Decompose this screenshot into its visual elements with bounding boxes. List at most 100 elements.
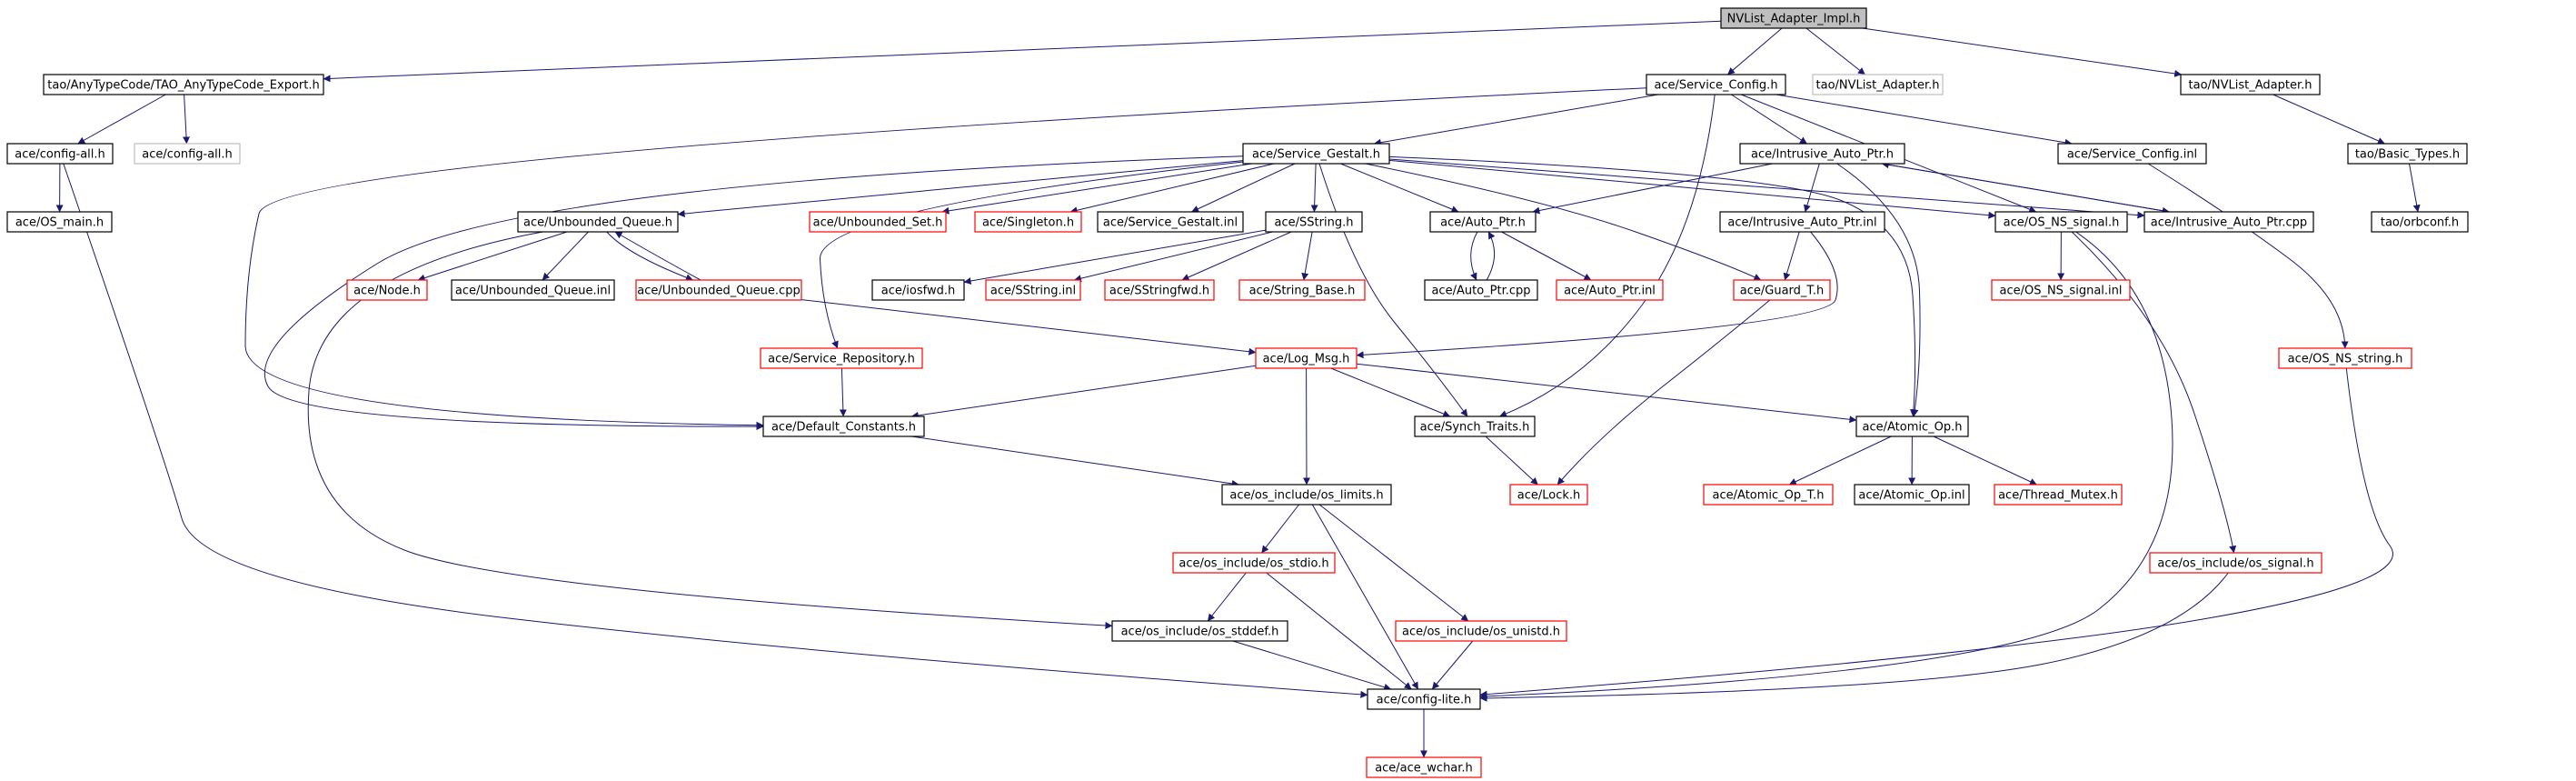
node-os_main_h[interactable]: ace/OS_main.h (6, 211, 113, 233)
node-config_all_grey[interactable]: ace/config-all.h (134, 143, 241, 165)
node-box (809, 211, 947, 233)
node-label: ace/Synch_Traits.h (1420, 421, 1530, 435)
node-orbconf_h[interactable]: tao/orbconf.h (2371, 211, 2469, 233)
edge-atomic_op_h-to-thread_mutex_h (1933, 436, 2037, 486)
node-ace_wchar_h[interactable]: ace/ace_wchar.h (1366, 756, 1482, 778)
node-label: ace/String_Base.h (1249, 285, 1356, 298)
edge-service_gestalt_h-to-singleton_h (1069, 163, 1275, 215)
node-label: ace/OS_main.h (15, 216, 104, 230)
node-default_constants_h[interactable]: ace/Default_Constants.h (762, 416, 925, 437)
node-box (1733, 279, 1831, 301)
edge-service_config_h-to-service_config_inl (1775, 94, 2073, 146)
node-node_h[interactable]: ace/Node.h (346, 279, 428, 301)
node-basic_types_h[interactable]: tao/Basic_Types.h (2347, 143, 2468, 165)
node-unbounded_queue_h[interactable]: ace/Unbounded_Queue.h (517, 211, 679, 233)
node-label: ace/Auto_Ptr.cpp (1431, 285, 1530, 298)
edge-service_gestalt_h-to-atomic_op_h (1388, 155, 1917, 417)
node-os_stddef_h[interactable]: ace/os_include/os_stddef.h (1111, 620, 1288, 642)
node-service_config_inl[interactable]: ace/Service_Config.inl (2057, 143, 2207, 165)
edge-sstring_h-to-string_base_h (1301, 231, 1313, 281)
node-tao_nvlist_adapter_grey[interactable]: tao/NVList_Adapter.h (1812, 74, 1944, 95)
node-label: ace/Intrusive_Auto_Ptr.cpp (2151, 216, 2307, 230)
edge-os_stddef_h-to-config_lite_h (1232, 640, 1392, 691)
node-label: ace/Unbounded_Queue.cpp (637, 285, 800, 298)
node-box (1855, 416, 1969, 437)
node-label: ace/Atomic_Op.h (1863, 421, 1963, 435)
edge-log_msg_h-to-synch_traits_h (1330, 367, 1451, 417)
node-unbounded_set_h[interactable]: ace/Unbounded_Set.h (809, 211, 947, 233)
edge-auto_ptr_cpp-to-auto_ptr_h (1486, 231, 1496, 281)
node-os_ns_signal_inl[interactable]: ace/OS_NS_signal.inl (1991, 279, 2131, 301)
edge-nvlist_adapter_impl-to-anytypecode_export (323, 20, 1722, 83)
node-atomic_op_t_h[interactable]: ace/Atomic_Op_T.h (1703, 484, 1834, 506)
edge-service_gestalt_h-to-unbounded_set_h (941, 163, 1252, 215)
node-label: ace/os_include/os_limits.h (1229, 489, 1383, 503)
node-thread_mutex_h[interactable]: ace/Thread_Mutex.h (1994, 484, 2123, 506)
node-config_all_h[interactable]: ace/config-all.h (6, 143, 114, 165)
node-config_lite_h[interactable]: ace/config-lite.h (1367, 688, 1481, 710)
node-label: ace/Node.h (353, 285, 421, 298)
node-label: ace/OS_NS_signal.h (2004, 216, 2120, 230)
edge-nvlist_adapter_impl-to-tao_nvlist_adapter (1862, 27, 2183, 77)
node-label: ace/Unbounded_Queue.inl (455, 285, 611, 298)
node-anytypecode_export[interactable]: tao/AnyTypeCode/TAO_AnyTypeCode_Export.h (43, 74, 324, 95)
edge-os_signal_h-to-config_lite_h (1479, 572, 2229, 702)
node-string_base_h[interactable]: ace/String_Base.h (1238, 279, 1366, 301)
node-intrusive_auto_ptr_inl[interactable]: ace/Intrusive_Auto_Ptr.inl (1719, 211, 1885, 233)
node-intrusive_auto_ptr_cpp[interactable]: ace/Intrusive_Auto_Ptr.cpp (2143, 211, 2314, 233)
node-box (1812, 74, 1944, 95)
node-service_gestalt_h[interactable]: ace/Service_Gestalt.h (1242, 143, 1390, 165)
node-os_unistd_h[interactable]: ace/os_include/os_unistd.h (1395, 620, 1567, 642)
node-box (2057, 143, 2207, 165)
node-singleton_h[interactable]: ace/Singleton.h (974, 211, 1082, 233)
node-sstringfwd_h[interactable]: ace/SStringfwd.h (1104, 279, 1215, 301)
node-os_ns_signal_h[interactable]: ace/OS_NS_signal.h (1994, 211, 2128, 233)
node-synch_traits_h[interactable]: ace/Synch_Traits.h (1414, 416, 1536, 437)
node-iosfwd_h[interactable]: ace/iosfwd.h (871, 279, 965, 301)
node-box (871, 279, 965, 301)
node-guard_t_h[interactable]: ace/Guard_T.h (1733, 279, 1831, 301)
node-nvlist_adapter_impl[interactable]: NVList_Adapter_Impl.h (1720, 7, 1867, 29)
node-tao_nvlist_adapter[interactable]: tao/NVList_Adapter.h (2180, 74, 2321, 95)
node-label: ace/ace_wchar.h (1375, 762, 1473, 776)
node-sstring_h[interactable]: ace/SString.h (1265, 211, 1363, 233)
node-unbounded_queue_inl[interactable]: ace/Unbounded_Queue.inl (451, 279, 615, 301)
node-service_repository_h[interactable]: ace/Service_Repository.h (760, 347, 923, 369)
node-os_limits_h[interactable]: ace/os_include/os_limits.h (1221, 484, 1392, 506)
node-service_gestalt_inl[interactable]: ace/Service_Gestalt.inl (1097, 211, 1244, 233)
node-label: ace/Singleton.h (982, 216, 1074, 230)
edge-auto_ptr_h-to-auto_ptr_inl (1501, 231, 1592, 281)
node-auto_ptr_inl[interactable]: ace/Auto_Ptr.inl (1556, 279, 1664, 301)
node-box (1395, 620, 1567, 642)
edge-unbounded_queue_h-to-node_h (417, 231, 568, 282)
node-intrusive_auto_ptr_h[interactable]: ace/Intrusive_Auto_Ptr.h (1739, 143, 1905, 165)
node-box (635, 279, 802, 301)
node-lock_h[interactable]: ace/Lock.h (1509, 484, 1588, 506)
edge-unbounded_queue_cpp-to-log_msg_h (801, 299, 1257, 355)
node-service_config_h[interactable]: ace/Service_Config.h (1646, 74, 1786, 95)
node-box (2143, 211, 2314, 233)
edge-layer (55, 20, 2421, 758)
edge-unbounded_queue_h-to-unbounded_queue_cpp (606, 231, 693, 281)
node-unbounded_queue_cpp[interactable]: ace/Unbounded_Queue.cpp (635, 279, 802, 301)
edge-service_config_h-to-service_gestalt_h (1373, 94, 1658, 146)
node-label: ace/Service_Gestalt.inl (1103, 216, 1238, 230)
node-box (1097, 211, 1244, 233)
edge-guard_t_h-to-lock_h (1557, 299, 1771, 486)
node-os_stdio_h[interactable]: ace/os_include/os_stdio.h (1172, 552, 1336, 574)
node-box (1414, 416, 1536, 437)
node-atomic_op_inl[interactable]: ace/Atomic_Op.inl (1854, 484, 1970, 506)
node-atomic_op_h[interactable]: ace/Atomic_Op.h (1855, 416, 1969, 437)
node-label: ace/config-all.h (15, 148, 105, 162)
node-os_signal_h[interactable]: ace/os_include/os_signal.h (2149, 552, 2322, 574)
node-box (2149, 552, 2322, 574)
node-box (1255, 347, 1358, 369)
node-auto_ptr_h[interactable]: ace/Auto_Ptr.h (1429, 211, 1537, 233)
node-sstring_inl[interactable]: ace/SString.inl (985, 279, 1081, 301)
node-os_ns_string_h[interactable]: ace/OS_NS_string.h (2278, 347, 2412, 369)
node-label: ace/Auto_Ptr.inl (1564, 285, 1656, 298)
node-log_msg_h[interactable]: ace/Log_Msg.h (1255, 347, 1358, 369)
node-box (2371, 211, 2469, 233)
node-box (1646, 74, 1786, 95)
node-auto_ptr_cpp[interactable]: ace/Auto_Ptr.cpp (1424, 279, 1538, 301)
